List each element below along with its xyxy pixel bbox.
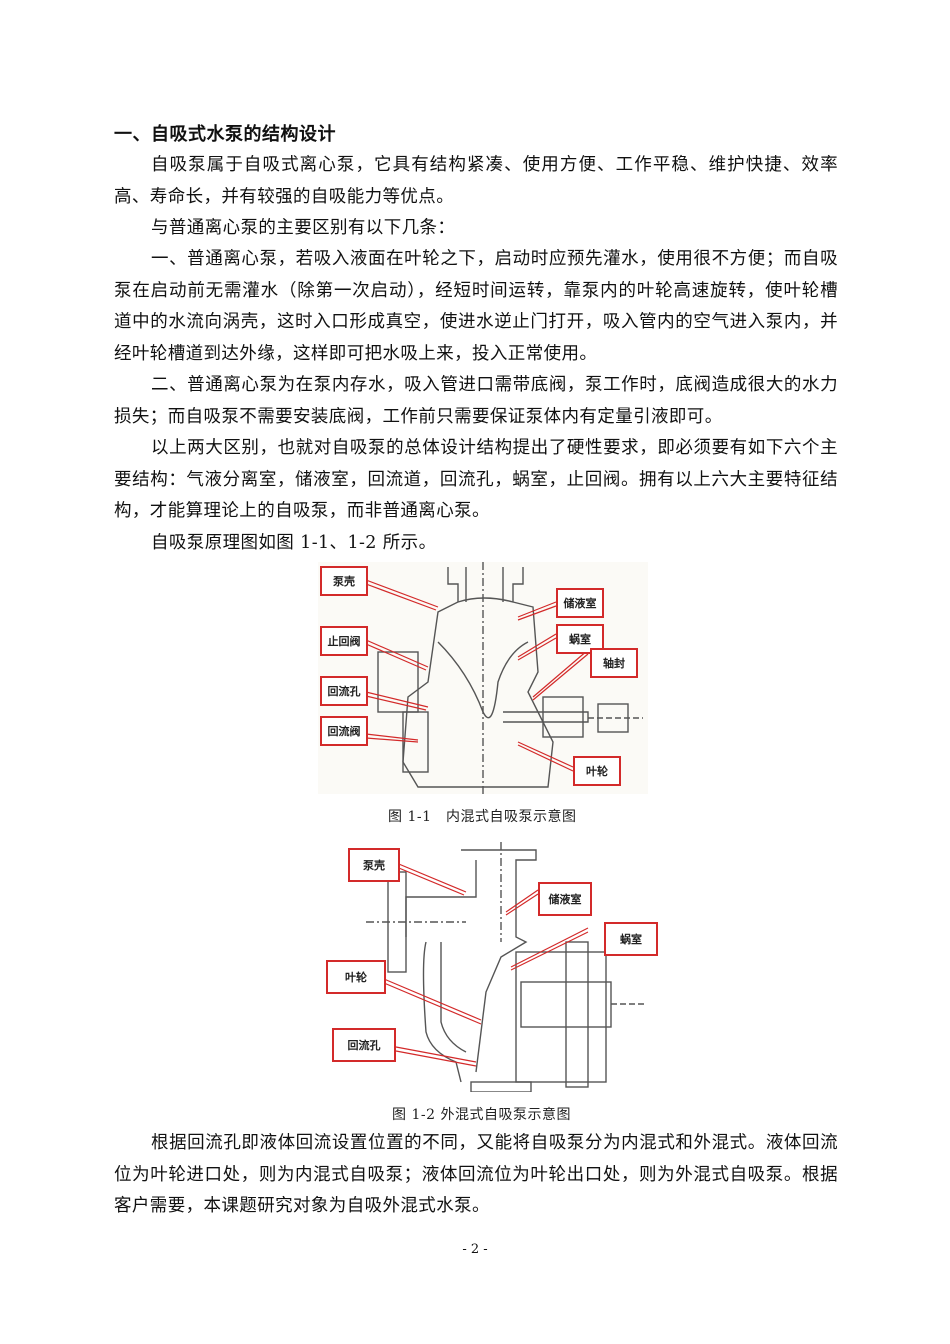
label-volute-chamber-2: 蜗室	[604, 922, 658, 956]
paragraph-classification: 根据回流孔即液体回流设置位置的不同，又能将自吸泵分为内混式和外混式。液体回流位为…	[114, 1133, 838, 1216]
label-return-valve: 回流阀	[320, 716, 368, 746]
paragraph-requirements: 以上两大区别，也就对自吸泵的总体设计结构提出了硬性要求，即必须要有如下六个主要结…	[114, 438, 838, 521]
pump-cross-section-drawing-1	[365, 562, 643, 794]
paragraph-difference-two: 二、普通离心泵为在泵内存水，吸入管进口需带底阀，泵工作时，底阀造成很大的水力损失…	[114, 375, 838, 427]
paragraph-difference-one: 一、普通离心泵，若吸入液面在叶轮之下，启动时应预先灌水，使用很不方便；而自吸泵在…	[114, 249, 838, 364]
label-shaft-seal: 轴封	[590, 648, 638, 678]
label-pump-casing-2: 泵壳	[348, 848, 400, 882]
paragraph-figure-reference: 自吸泵原理图如图 1-1、1-2 所示。	[151, 533, 437, 553]
label-impeller: 叶轮	[573, 756, 621, 786]
label-check-valve: 止回阀	[320, 626, 368, 656]
label-return-hole-2: 回流孔	[332, 1028, 396, 1062]
paragraph-differences-intro: 与普通离心泵的主要区别有以下几条：	[151, 218, 456, 238]
figure-1-2-caption: 图 1-2 外混式自吸泵示意图	[392, 1107, 571, 1123]
figure-1-1-caption: 图 1-1 内混式自吸泵示意图	[388, 809, 577, 825]
figure-1-1-internal-mixing-pump: 泵壳 止回阀 回流孔 回流阀 储液室 蜗室 轴封 叶轮	[318, 562, 648, 794]
label-liquid-storage-chamber-2: 储液室	[538, 882, 592, 916]
pump-cross-section-drawing-2	[366, 842, 646, 1092]
figure-1-2-external-mixing-pump: 泵壳 叶轮 回流孔 储液室 蜗室	[326, 842, 658, 1092]
section-heading: 一、自吸式水泵的结构设计	[114, 124, 336, 145]
label-impeller-2: 叶轮	[326, 960, 386, 994]
page-number: - 2 -	[462, 1242, 488, 1257]
label-pump-casing: 泵壳	[320, 566, 368, 596]
label-liquid-storage-chamber: 储液室	[556, 588, 604, 618]
paragraph-intro: 自吸泵属于自吸式离心泵，它具有结构紧凑、使用方便、工作平稳、维护快捷、效率高、寿…	[114, 155, 838, 207]
label-return-hole: 回流孔	[320, 676, 368, 706]
